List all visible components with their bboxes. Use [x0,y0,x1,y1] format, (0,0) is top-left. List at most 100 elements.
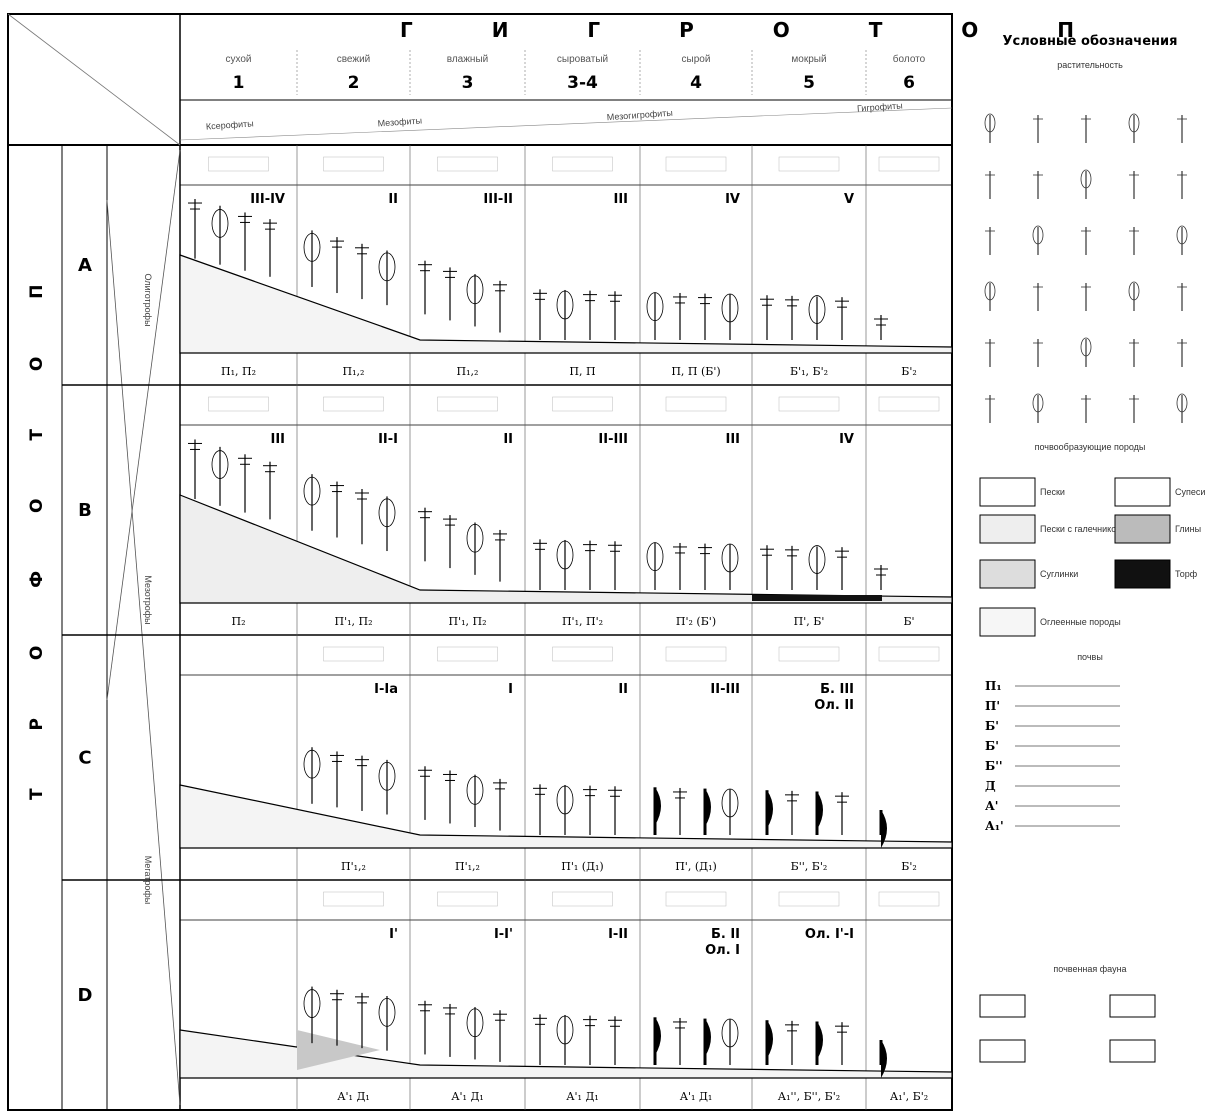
tree-glyph [815,1021,823,1065]
rock-swatch [979,559,1036,589]
tree-glyph [263,219,277,277]
soil-legend-code: Б' [985,739,999,753]
bonitet-class: I' [389,927,398,942]
soil-code: П, П (Б') [671,365,720,378]
soil-code: П, П [569,365,595,378]
tree-glyph [608,786,622,835]
header-diag [7,13,181,146]
plant-icon [1081,227,1091,255]
tree-glyph [211,446,229,506]
bonitet-class: Б. III [820,682,854,697]
soil-code: П'₁, П₂ [448,615,486,628]
rock-label: Оглеенные породы [1040,617,1121,627]
bonitet-class: IV [725,192,740,207]
tree-glyph [378,250,396,306]
column-headers: сухой1свежий2влажный3сыроватый3-4сырой4м… [225,50,926,95]
tree-glyph [533,289,547,340]
tree-glyph [879,1040,887,1078]
plant-icon [1128,113,1140,143]
bonitet-class: I-I' [494,927,513,942]
tree-glyph [556,539,574,590]
left-diag-1 [106,199,181,1106]
bonitet-class: III-IV [250,192,285,207]
plant-icon [1081,283,1091,311]
main-frame [7,13,953,1111]
tree-glyph [533,1014,547,1065]
soil-code: П'₁,₂ [455,860,480,873]
tree-glyph [330,481,344,538]
legend-section-title: почвенная фауна [1053,964,1126,974]
tree-glyph [703,788,711,835]
bonitet-class: III [613,192,628,207]
tree-glyph [378,759,396,815]
bonitet-class: Ол. I [705,943,740,958]
soil-code: П'₁, П'₂ [562,615,603,628]
soil-legend-code: П' [985,699,1000,713]
tree-glyph [698,543,712,590]
tree-glyph [493,529,507,582]
troph-group-label: Мезотрофы [143,575,153,624]
tree-glyph [330,751,344,808]
column-number-2: 2 [348,73,360,93]
plant-icon [1129,171,1139,199]
bonitet-class: II [618,682,628,697]
rock-swatch [979,607,1036,637]
plant-icon [1080,169,1092,199]
soil-legend-code: П₁ [985,679,1002,693]
tree-glyph [673,1017,687,1065]
tree-glyph [493,778,507,831]
column-number-5: 4 [690,73,702,93]
column-number-7: 6 [903,73,915,93]
hygro-group-label: Гигрофиты [857,100,903,113]
tree-glyph [238,212,252,271]
tree-glyph [418,1000,432,1055]
bonitet-class: IV [839,432,854,447]
hygro-group-label: Ксерофиты [206,118,254,131]
legend-panel: Условные обозначениярастительностьпочвоо… [979,34,1205,1063]
tree-glyph [533,539,547,590]
bonitet-class: Ол. I'-I [805,927,854,942]
plant-icon [985,227,995,255]
terrain-profile [179,494,953,604]
hygrotope-title: Г И Г Р О Т О П [400,18,1110,42]
column-name-6: мокрый [791,54,826,65]
bonitet-class: III [725,432,740,447]
plant-icon [984,113,996,143]
legend-section-title: растительность [1057,60,1123,70]
tree-glyph [653,787,661,835]
tree-glyph [785,545,799,590]
soil-legend-code: Б'' [985,759,1003,773]
tree-glyph [188,199,202,259]
rock-swatch [979,477,1036,507]
plant-icon [1033,339,1043,367]
column-number-3: 3 [462,73,474,93]
tree-glyph [378,996,396,1051]
tree-glyph [443,515,457,569]
tree-glyph [874,315,888,340]
tree-glyph [355,243,369,300]
tree-glyph [608,1016,622,1065]
plant-icon [1128,281,1140,311]
plant-icon [984,281,996,311]
column-number-4: 3-4 [567,73,598,93]
tree-glyph [355,488,369,545]
tree-glyph [785,1020,799,1065]
bonitet-class: II-III [710,682,740,697]
plant-icon [1033,283,1043,311]
tree-glyph [303,474,321,531]
tree-glyph [721,293,739,340]
row-label: C [78,748,91,769]
tree-glyph [874,565,888,590]
plant-icon [985,395,995,423]
left-diag-2 [106,149,181,701]
tree-glyph [466,522,484,575]
tree-glyph [698,293,712,340]
plant-icon [1177,171,1187,199]
tree-glyph [493,280,507,333]
tree-glyph [721,788,739,835]
